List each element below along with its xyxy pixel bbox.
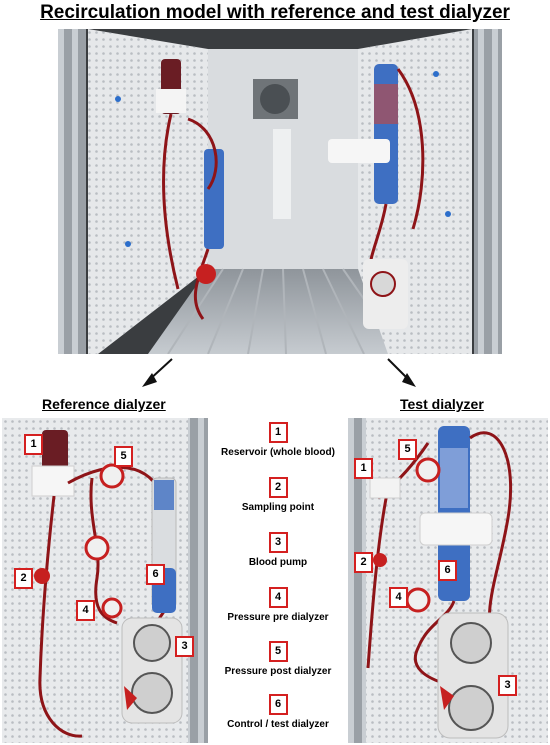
- down-left-arrow-icon: [142, 358, 173, 387]
- test-badge-4: 4: [389, 587, 408, 608]
- legend-badge: 2: [268, 477, 288, 498]
- legend-badge: 1: [268, 422, 288, 443]
- legend-badge: 3: [268, 532, 288, 553]
- test-badge-1: 1: [354, 458, 373, 479]
- legend-item-sampling-point: 2 Sampling point: [213, 477, 343, 513]
- legend-badge: 5: [268, 641, 288, 662]
- ref-badge-4: 4: [76, 600, 95, 621]
- test-badge-2: 2: [354, 552, 373, 573]
- reference-dialyzer-title: Reference dialyzer: [42, 396, 166, 412]
- test-badge-3: 3: [498, 675, 517, 696]
- down-right-arrow-icon: [387, 358, 416, 387]
- legend-label: Control / test dialyzer: [227, 719, 329, 730]
- legend-item-pressure-post: 5 Pressure post dialyzer: [213, 641, 343, 677]
- arrows: [142, 358, 416, 387]
- legend-item-blood-pump: 3 Blood pump: [213, 532, 343, 568]
- legend-label: Blood pump: [248, 557, 308, 568]
- ref-badge-3: 3: [175, 636, 194, 657]
- overview-photo: [58, 29, 502, 354]
- legend-label: Pressure pre dialyzer: [227, 612, 329, 623]
- legend-label: Pressure post dialyzer: [224, 666, 332, 677]
- legend-item-reservoir: 1 Reservoir (whole blood): [213, 422, 343, 458]
- ref-badge-2: 2: [14, 568, 33, 589]
- legend-badge: 4: [268, 587, 288, 608]
- test-badge-6: 6: [438, 560, 457, 581]
- legend-item-dialyzer: 6 Control / test dialyzer: [213, 694, 343, 730]
- legend-label: Sampling point: [241, 502, 315, 513]
- legend-badge: 6: [268, 694, 288, 715]
- legend-label: Reservoir (whole blood): [221, 447, 335, 458]
- legend-item-pressure-pre: 4 Pressure pre dialyzer: [213, 587, 343, 623]
- ref-badge-1: 1: [24, 434, 43, 455]
- test-badge-5: 5: [398, 439, 417, 460]
- ref-badge-6: 6: [146, 564, 165, 585]
- figure-title: Recirculation model with reference and t…: [40, 2, 510, 23]
- test-dialyzer-title: Test dialyzer: [400, 396, 484, 412]
- ref-badge-5: 5: [114, 446, 133, 467]
- reference-dialyzer-photo: [2, 418, 208, 743]
